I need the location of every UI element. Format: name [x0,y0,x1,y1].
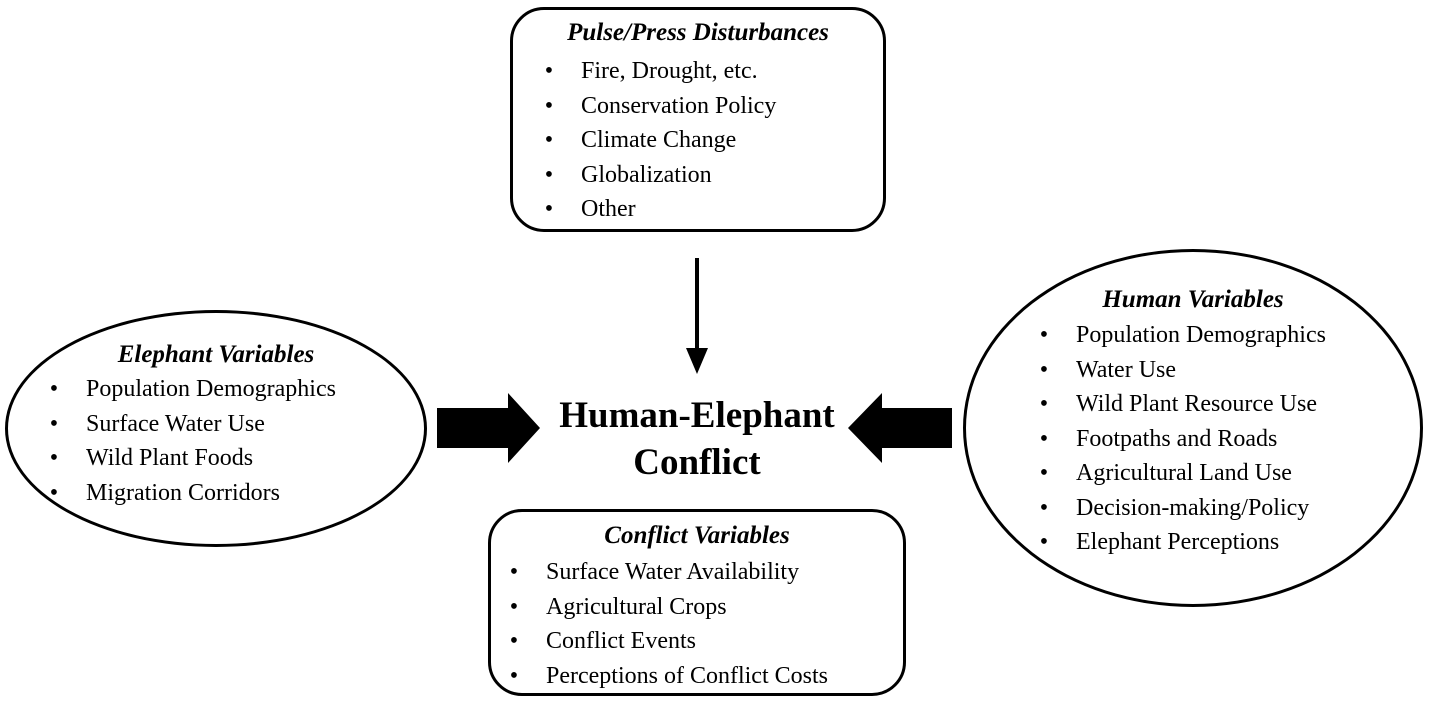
list-item: •Agricultural Land Use [1038,456,1326,491]
bullet-icon: • [1039,494,1049,521]
bullet-icon: • [509,593,519,620]
list-item: •Surface Water Availability [508,555,828,590]
disturbances-box: Pulse/Press Disturbances •Fire, Drought,… [510,7,886,232]
arrow-disturbances-to-center [686,258,708,374]
bullet-icon: • [544,58,554,84]
center-title: Human-Elephant Conflict [530,392,864,486]
human-variables-title: Human Variables [1102,286,1284,313]
center-title-line-2: Conflict [633,442,761,483]
human-variables-list: •Population Demographics •Water Use •Wil… [1038,318,1326,560]
elephant-variables-ellipse: Elephant Variables •Population Demograph… [5,310,427,547]
bullet-icon: • [1039,425,1049,452]
list-item: •Footpaths and Roads [1038,422,1326,457]
disturbances-title: Pulse/Press Disturbances [567,19,829,46]
bullet-icon: • [49,376,59,402]
list-item: •Population Demographics [1038,318,1326,353]
bullet-icon: • [1039,322,1049,348]
bullet-icon: • [509,628,519,654]
elephant-variables-list: •Population Demographics •Surface Water … [48,372,336,510]
bullet-icon: • [49,410,59,437]
bullet-icon: • [1039,356,1049,383]
bullet-icon: • [1039,529,1049,555]
bullet-icon: • [544,196,554,222]
list-item: •Conservation Policy [543,89,777,124]
list-item: •Decision-making/Policy [1038,491,1326,526]
conflict-variables-box: Conflict Variables •Surface Water Availa… [488,509,906,696]
list-item: •Globalization [543,158,776,193]
list-item: •Agricultural Crops [508,590,828,625]
list-item: •Water Use [1038,353,1326,388]
arrow-human-to-center [848,393,952,463]
conflict-variables-list: •Surface Water Availability •Agricultura… [508,555,828,693]
list-item: •Other [543,192,776,227]
bullet-icon: • [1039,460,1049,486]
list-item: •Wild Plant Foods [48,441,336,476]
arrow-elephant-to-center [437,393,540,463]
center-title-line-1: Human-Elephant [559,395,835,436]
list-item: •Wild Plant Resource Use [1038,387,1326,422]
list-item: •Conflict Events [508,624,828,659]
bullet-icon: • [544,92,554,119]
elephant-variables-title: Elephant Variables [117,341,315,368]
bullet-icon: • [49,479,59,506]
bullet-icon: • [544,127,554,153]
list-item: •Surface Water Use [48,407,336,442]
list-item: •Elephant Perceptions [1038,525,1326,560]
bullet-icon: • [1039,391,1049,417]
bullet-icon: • [544,161,554,188]
list-item: •Fire, Drought, etc. [543,54,776,89]
disturbances-list: •Fire, Drought, etc. •Conservation Polic… [543,54,777,227]
human-variables-ellipse: Human Variables •Population Demographics… [963,249,1423,607]
bullet-icon: • [509,662,519,689]
bullet-icon: • [49,445,59,471]
list-item: •Perceptions of Conflict Costs [508,659,828,694]
list-item: •Population Demographics [48,372,336,407]
bullet-icon: • [509,559,519,585]
list-item: •Migration Corridors [48,476,336,511]
conflict-variables-title: Conflict Variables [604,522,790,549]
list-item: •Climate Change [543,123,776,158]
